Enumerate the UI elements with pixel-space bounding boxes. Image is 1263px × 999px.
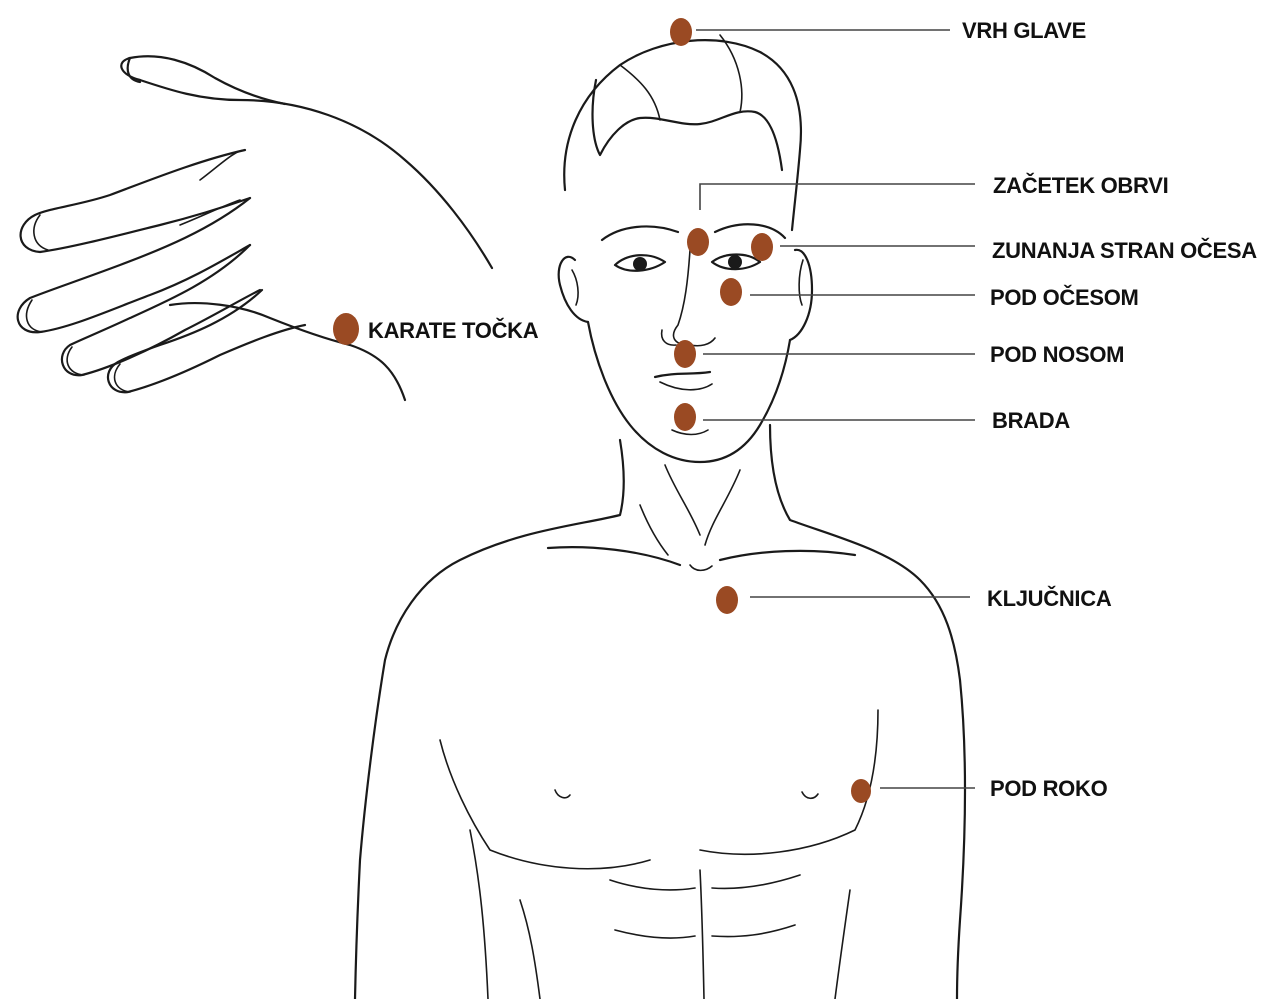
tapping-points xyxy=(333,18,871,803)
leader-lines xyxy=(696,30,975,788)
label-pod-roko: POD ROKO xyxy=(990,776,1108,801)
point-pod-roko xyxy=(851,779,871,803)
point-vrh-glave xyxy=(670,18,692,46)
point-zunanja-stran-ocesa xyxy=(751,233,773,261)
point-brada xyxy=(674,403,696,431)
point-pod-nosom xyxy=(674,340,696,368)
leader-zacetek-obrvi xyxy=(700,184,975,210)
point-karate-tocka xyxy=(333,313,359,345)
label-zunanja-stran-ocesa: ZUNANJA STRAN OČESA xyxy=(992,238,1257,263)
torso-drawing xyxy=(355,425,965,999)
point-pod-ocesom xyxy=(720,278,742,306)
point-zacetek-obrvi xyxy=(687,228,709,256)
label-vrh-glave: VRH GLAVE xyxy=(962,18,1086,43)
label-pod-nosom: POD NOSOM xyxy=(990,342,1124,367)
label-brada: BRADA xyxy=(992,408,1070,433)
hand-drawing xyxy=(18,56,492,400)
label-pod-ocesom: POD OČESOM xyxy=(990,285,1139,310)
label-karate-tocka: KARATE TOČKA xyxy=(368,318,539,343)
point-labels: VRH GLAVE ZAČETEK OBRVI ZUNANJA STRAN OČ… xyxy=(368,18,1257,801)
point-kljucnica xyxy=(716,586,738,614)
head-drawing xyxy=(559,35,812,462)
label-kljucnica: KLJUČNICA xyxy=(987,586,1112,611)
label-zacetek-obrvi: ZAČETEK OBRVI xyxy=(993,173,1168,198)
